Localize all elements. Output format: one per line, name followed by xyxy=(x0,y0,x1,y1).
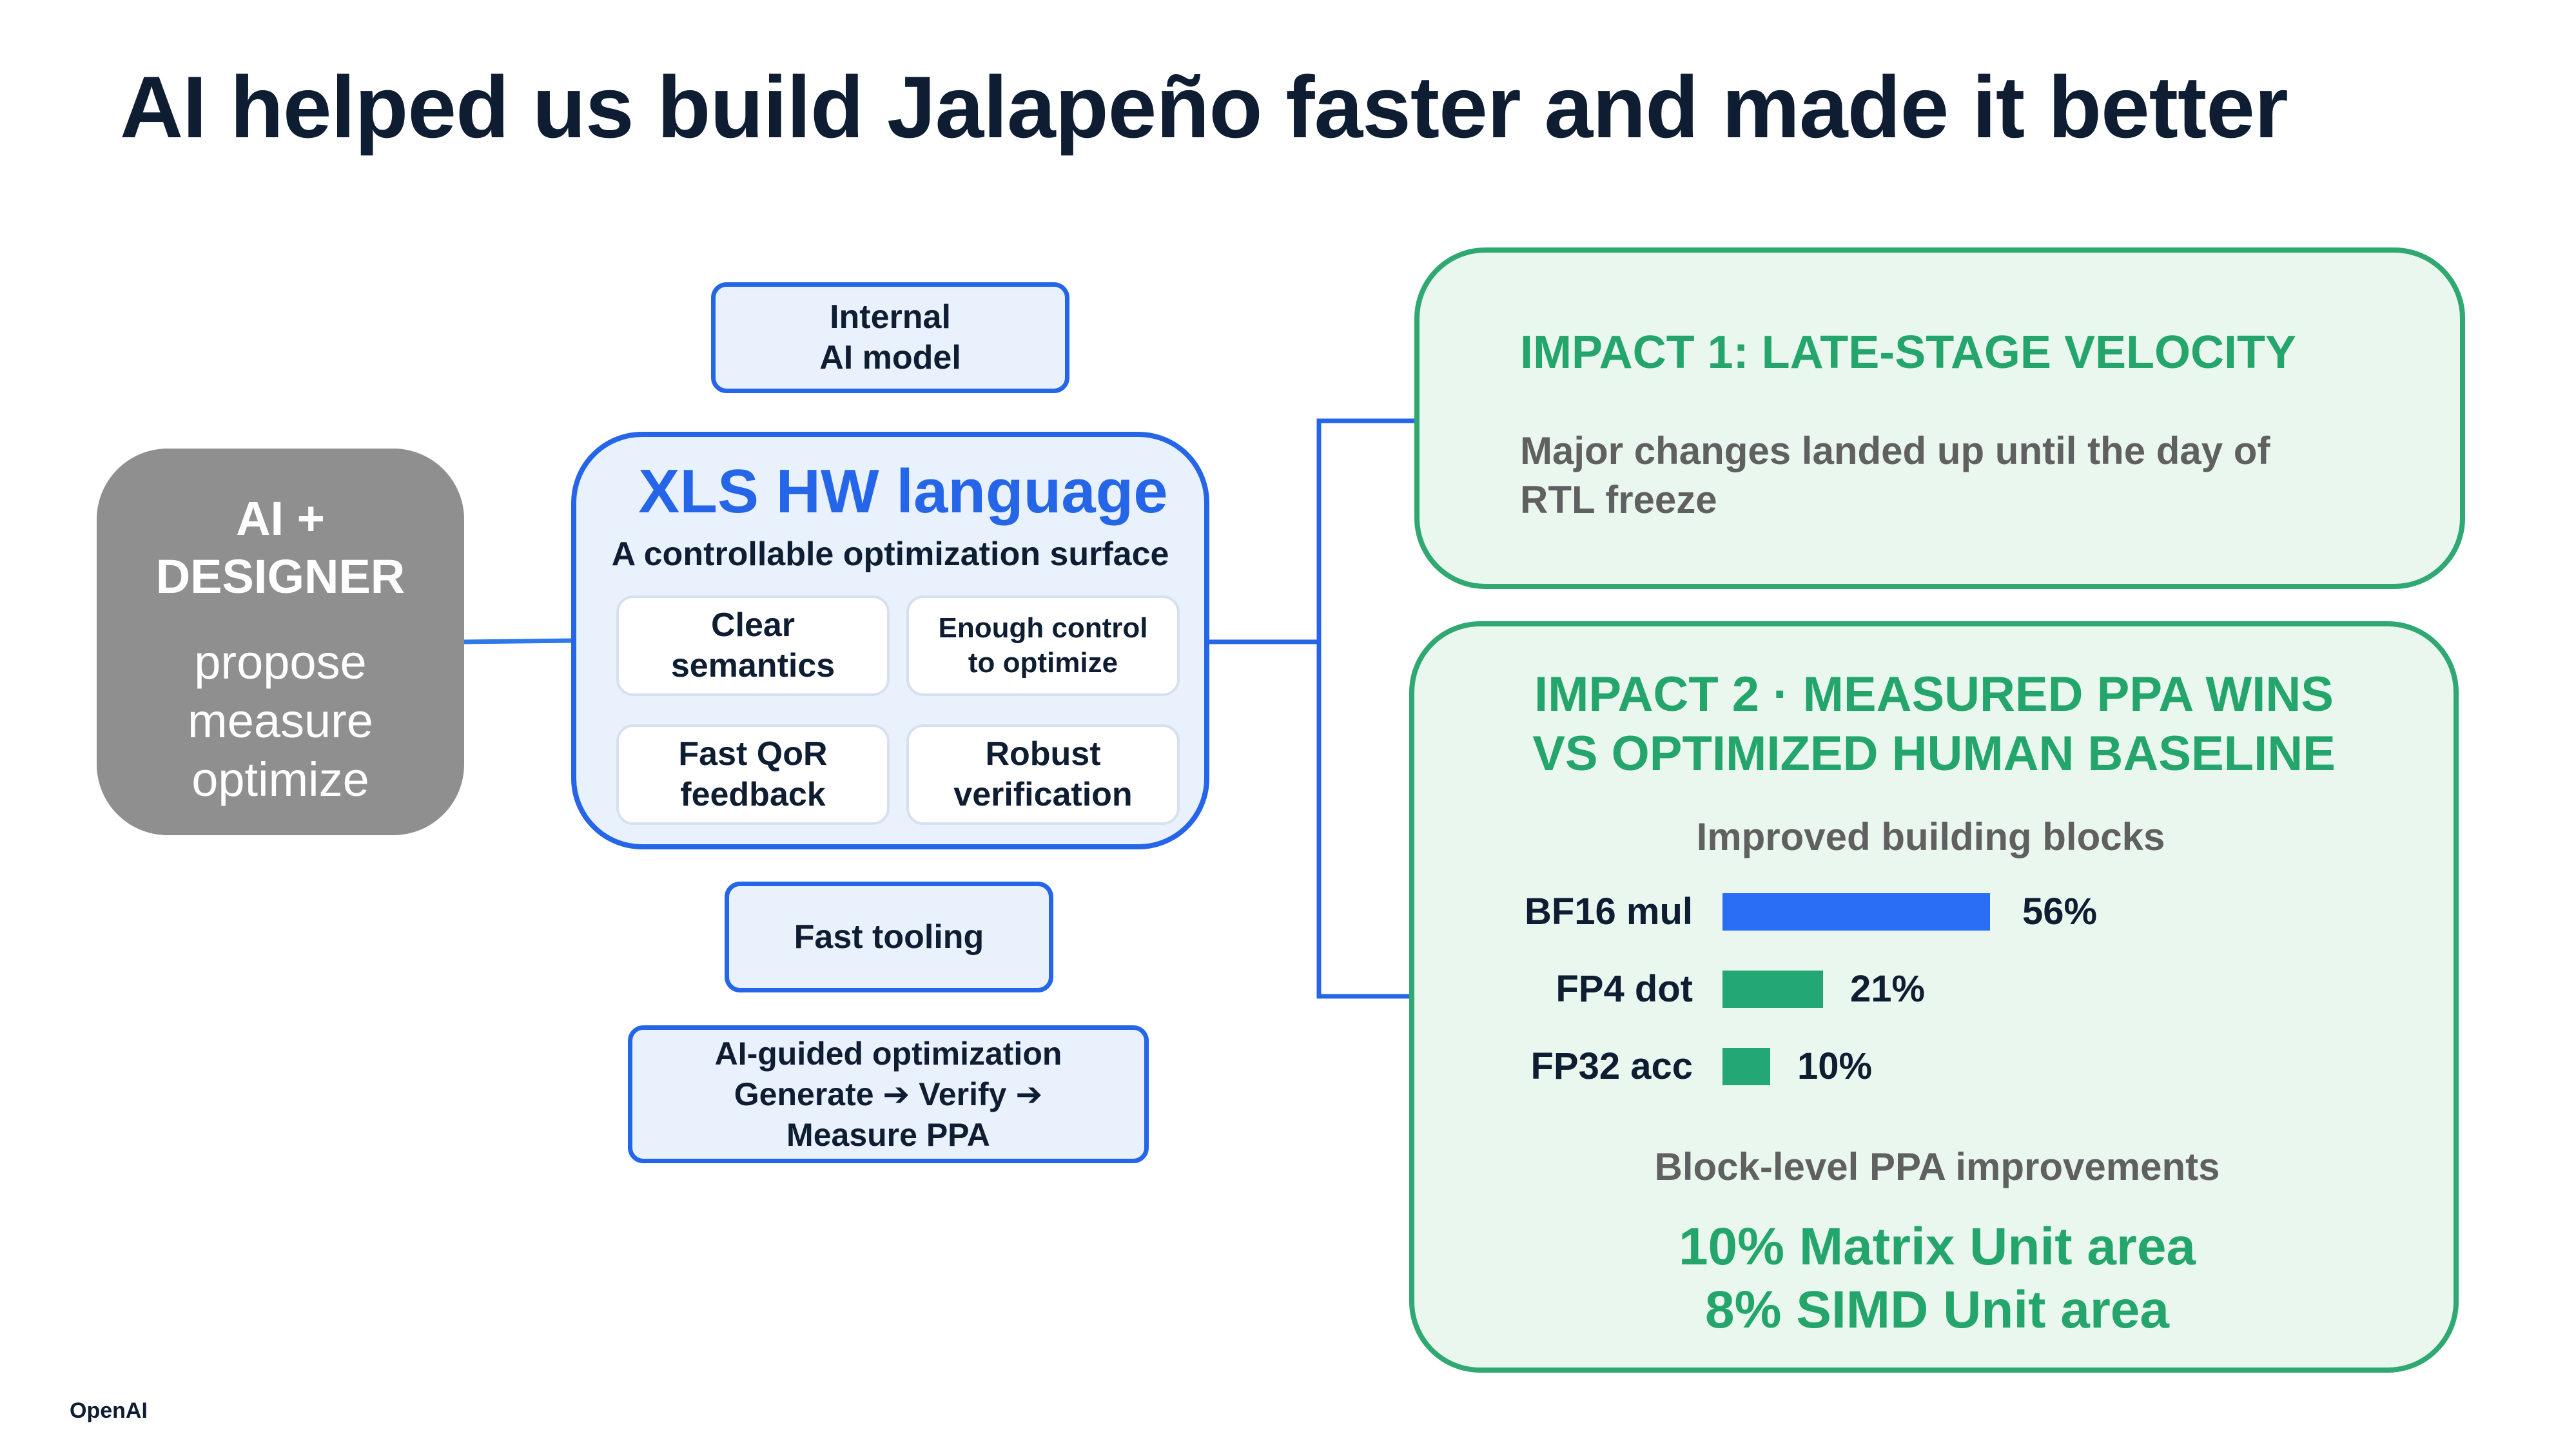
ppa-result-matrix: 10% Matrix Unit area xyxy=(1678,1217,2196,1276)
bar xyxy=(1722,893,1990,931)
bar-label: FP4 dot xyxy=(1556,968,1693,1010)
internal-model-line1: Internal xyxy=(830,298,951,336)
bar-value-label: 10% xyxy=(1797,1045,1873,1087)
ai-guided-line2: Generate ➔ Verify ➔ xyxy=(734,1076,1043,1112)
designer-steps: propose measure optimize xyxy=(97,633,464,809)
improved-blocks-label: Improved building blocks xyxy=(1696,815,2165,858)
feature-line: to optimize xyxy=(968,647,1118,679)
ai-guided-optimization-box: AI-guided optimization Generate ➔ Verify… xyxy=(628,1025,1149,1163)
designer-heading: AI + DESIGNER xyxy=(97,490,464,606)
bar-label: BF16 mul xyxy=(1524,891,1693,933)
openai-logo-text: OpenAI xyxy=(70,1398,148,1423)
impact-2-heading-line2: VS OPTIMIZED HUMAN BASELINE xyxy=(1532,726,2336,781)
ai-guided-line1: AI-guided optimization xyxy=(714,1035,1062,1072)
step-measure: measure xyxy=(188,694,373,748)
bar-value-label: 56% xyxy=(2022,891,2098,933)
bar-label: FP32 acc xyxy=(1530,1045,1693,1087)
impact-2-heading-line1: IMPACT 2 · MEASURED PPA WINS xyxy=(1534,667,2334,722)
bar-chart: BF16 mul 56% FP4 dot 21% FP32 acc 10% xyxy=(1414,626,2454,1368)
feature-line: Clear xyxy=(710,606,795,644)
internal-ai-model-box: Internal AI model xyxy=(711,282,1069,393)
ai-designer-box: AI + DESIGNER propose measure optimize xyxy=(97,449,464,835)
impact-2-box: IMPACT 2 · MEASURED PPA WINS VS OPTIMIZE… xyxy=(1409,621,2459,1373)
xls-hw-language-box: XLS HW language A controllable optimizat… xyxy=(571,432,1209,849)
ppa-results: 10% Matrix Unit area 8% SIMD Unit area xyxy=(1414,1215,2454,1342)
bar-row: BF16 mul 56% xyxy=(1414,889,2454,934)
internal-model-line2: AI model xyxy=(819,339,961,376)
feature-line: Enough control xyxy=(938,612,1148,644)
impact-1-body: Major changes landed up until the day of… xyxy=(1520,427,2358,525)
bar xyxy=(1722,971,1823,1008)
impact-1-body-line2: RTL freeze xyxy=(1520,478,1717,521)
impact-2-heading: IMPACT 2 · MEASURED PPA WINS VS OPTIMIZE… xyxy=(1414,665,2454,784)
step-propose: propose xyxy=(194,635,367,689)
impact-1-body-line1: Major changes landed up until the day of xyxy=(1520,429,2270,472)
designer-heading-line2: DESIGNER xyxy=(155,550,405,603)
fast-tooling-box: Fast tooling xyxy=(725,882,1053,992)
bar-value-label: 21% xyxy=(1850,968,1926,1010)
branch-bracket xyxy=(1316,418,1417,999)
bar-row: FP32 acc 10% xyxy=(1414,1044,2454,1089)
xls-title: XLS HW language xyxy=(638,457,1168,526)
xls-subtitle: A controllable optimization surface xyxy=(611,536,1169,573)
page-title: AI helped us build Jalapeño faster and m… xyxy=(120,58,2288,156)
bar-row: FP4 dot 21% xyxy=(1414,967,2454,1012)
designer-heading-line1: AI + xyxy=(236,492,325,545)
feature-line: Fast QoR xyxy=(678,735,828,773)
feature-line: feedback xyxy=(680,776,826,813)
bar xyxy=(1722,1048,1770,1085)
feature-line: verification xyxy=(953,776,1133,813)
step-optimize: optimize xyxy=(191,753,369,806)
ppa-improvements-label: Block-level PPA improvements xyxy=(1654,1145,2220,1188)
impact-1-heading: IMPACT 1: LATE-STAGE VELOCITY xyxy=(1520,327,2296,378)
designer-to-xls-line xyxy=(463,638,574,644)
impact-1-box: IMPACT 1: LATE-STAGE VELOCITY Major chan… xyxy=(1414,247,2465,589)
ai-guided-line3: Measure PPA xyxy=(786,1116,990,1153)
ppa-result-simd: 8% SIMD Unit area xyxy=(1705,1281,2169,1339)
feature-line: Robust xyxy=(985,735,1101,773)
feature-line: semantics xyxy=(670,647,835,684)
